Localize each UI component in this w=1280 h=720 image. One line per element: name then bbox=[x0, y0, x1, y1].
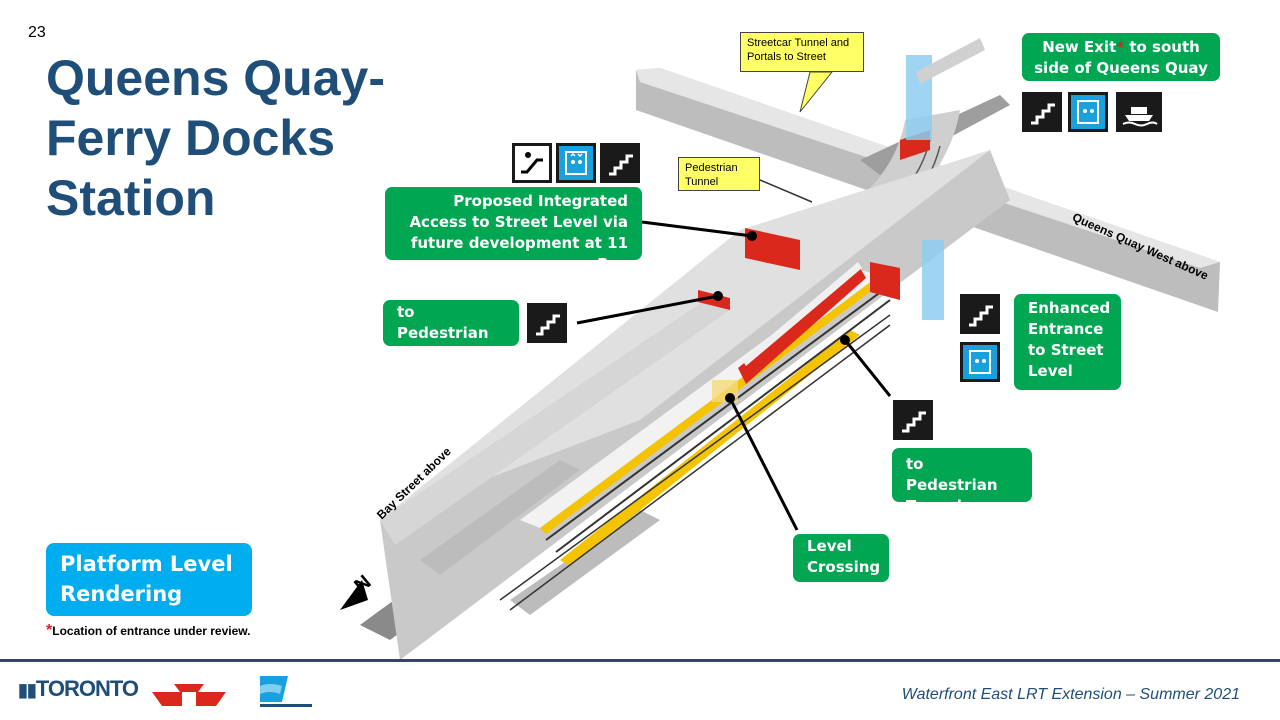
city-of-toronto-logo: ▮▮TORONTO bbox=[18, 676, 139, 702]
level-crossing-callout: Level Crossing bbox=[793, 534, 889, 582]
waterfront-toronto-logo bbox=[260, 676, 312, 707]
footnote-star: * bbox=[46, 622, 53, 639]
streetcar-tunnel-note: Streetcar Tunnel and Portals to Street bbox=[740, 32, 864, 72]
stairs-icon bbox=[1022, 92, 1062, 132]
pedestrian-tunnel-note: Pedestrian Tunnel bbox=[678, 157, 760, 191]
stairs-icon bbox=[527, 303, 567, 343]
city-logo-glyph: ▮▮ bbox=[18, 680, 37, 700]
station-rendering bbox=[340, 38, 1220, 660]
footnote-text: Location of entrance under review. bbox=[52, 624, 251, 638]
elevator-icon bbox=[556, 143, 596, 183]
platform-level-badge: Platform Level Rendering bbox=[46, 543, 252, 616]
stairs-icon bbox=[893, 400, 933, 440]
slide-title: Queens Quay-Ferry Docks Station bbox=[46, 50, 385, 226]
ttc-logo bbox=[152, 684, 226, 706]
new-exit-callout: New Exit* to south side of Queens Quay bbox=[1022, 33, 1220, 81]
slide-number: 23 bbox=[28, 24, 46, 41]
to-pedestrian-tunnel-right-callout: to Pedestrian Tunnel bbox=[892, 448, 1032, 515]
proposed-access-callout: Proposed Integrated Access to Street Lev… bbox=[385, 187, 642, 273]
elevator-icon bbox=[1068, 92, 1108, 132]
footnote: *Location of entrance under review. bbox=[46, 622, 251, 640]
stairs-icon bbox=[600, 143, 640, 183]
new-exit-prefix: New Exit bbox=[1042, 38, 1117, 56]
new-exit-star: * bbox=[1116, 38, 1125, 56]
stairs-icon bbox=[960, 294, 1000, 334]
enhanced-entrance-callout: Enhanced Entrance to Street Level bbox=[1014, 294, 1121, 390]
elevator-icon bbox=[960, 342, 1000, 382]
ferry-icon bbox=[1116, 92, 1162, 132]
escalator-icon bbox=[512, 143, 552, 183]
footer-divider bbox=[0, 659, 1280, 662]
footer-subtitle: Waterfront East LRT Extension – Summer 2… bbox=[901, 686, 1240, 703]
city-logo-text: TORONTO bbox=[35, 676, 139, 701]
to-pedestrian-tunnel-left-callout: to Pedestrian Tunnel bbox=[383, 300, 519, 363]
new-exit-suffix: to south side of Queens Quay bbox=[1034, 38, 1208, 77]
